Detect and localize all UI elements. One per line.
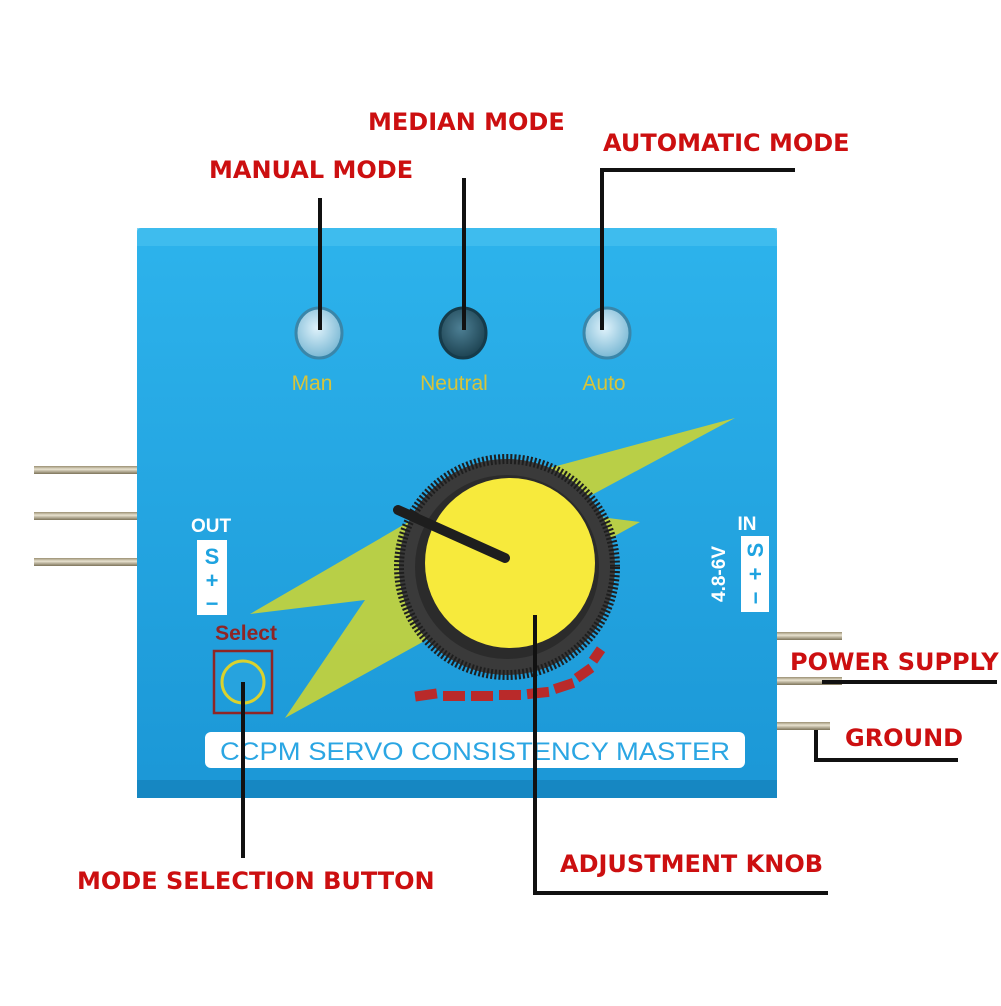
adjustment-knob[interactable] [393, 454, 620, 680]
led-auto [582, 306, 632, 360]
in-pin-minus: − [743, 592, 768, 605]
out-pin-minus: − [206, 591, 219, 616]
out-pin-plus: + [206, 568, 219, 593]
callout-automatic-mode: AUTOMATIC MODE [603, 129, 850, 157]
knob-pointer [393, 505, 510, 563]
led-indicators [294, 306, 632, 360]
in-pin-legend [741, 536, 769, 612]
callout-adjustment-knob: ADJUSTMENT KNOB [560, 850, 824, 878]
callout-median-mode: MEDIAN MODE [368, 108, 565, 136]
in-pin-s: S [743, 543, 768, 558]
callout-leader-lines [241, 168, 997, 895]
in-pin-plus: + [743, 568, 768, 581]
select-label: Select [215, 622, 277, 645]
out-pin-s: S [205, 544, 220, 569]
in-label: IN [738, 514, 757, 535]
callout-ground: GROUND [845, 724, 964, 752]
out-pin-legend [197, 540, 227, 615]
knob-scale-marks [414, 646, 606, 702]
callout-manual-mode: MANUAL MODE [209, 156, 414, 184]
callout-mode-selection-button: MODE SELECTION BUTTON [77, 867, 435, 895]
title-banner [205, 732, 745, 768]
voltage-label: 4.8-6V [709, 546, 730, 602]
led-label-auto: Auto [582, 372, 625, 395]
led-label-neutral: Neutral [420, 372, 488, 395]
out-label: OUT [191, 516, 232, 537]
callout-power-supply: POWER SUPPLY [790, 648, 999, 676]
banner-text: CCPM SERVO CONSISTENCY MASTER [220, 738, 730, 766]
led-label-man: Man [292, 372, 333, 395]
input-header-pins [770, 632, 842, 730]
output-header-pins [34, 466, 140, 566]
